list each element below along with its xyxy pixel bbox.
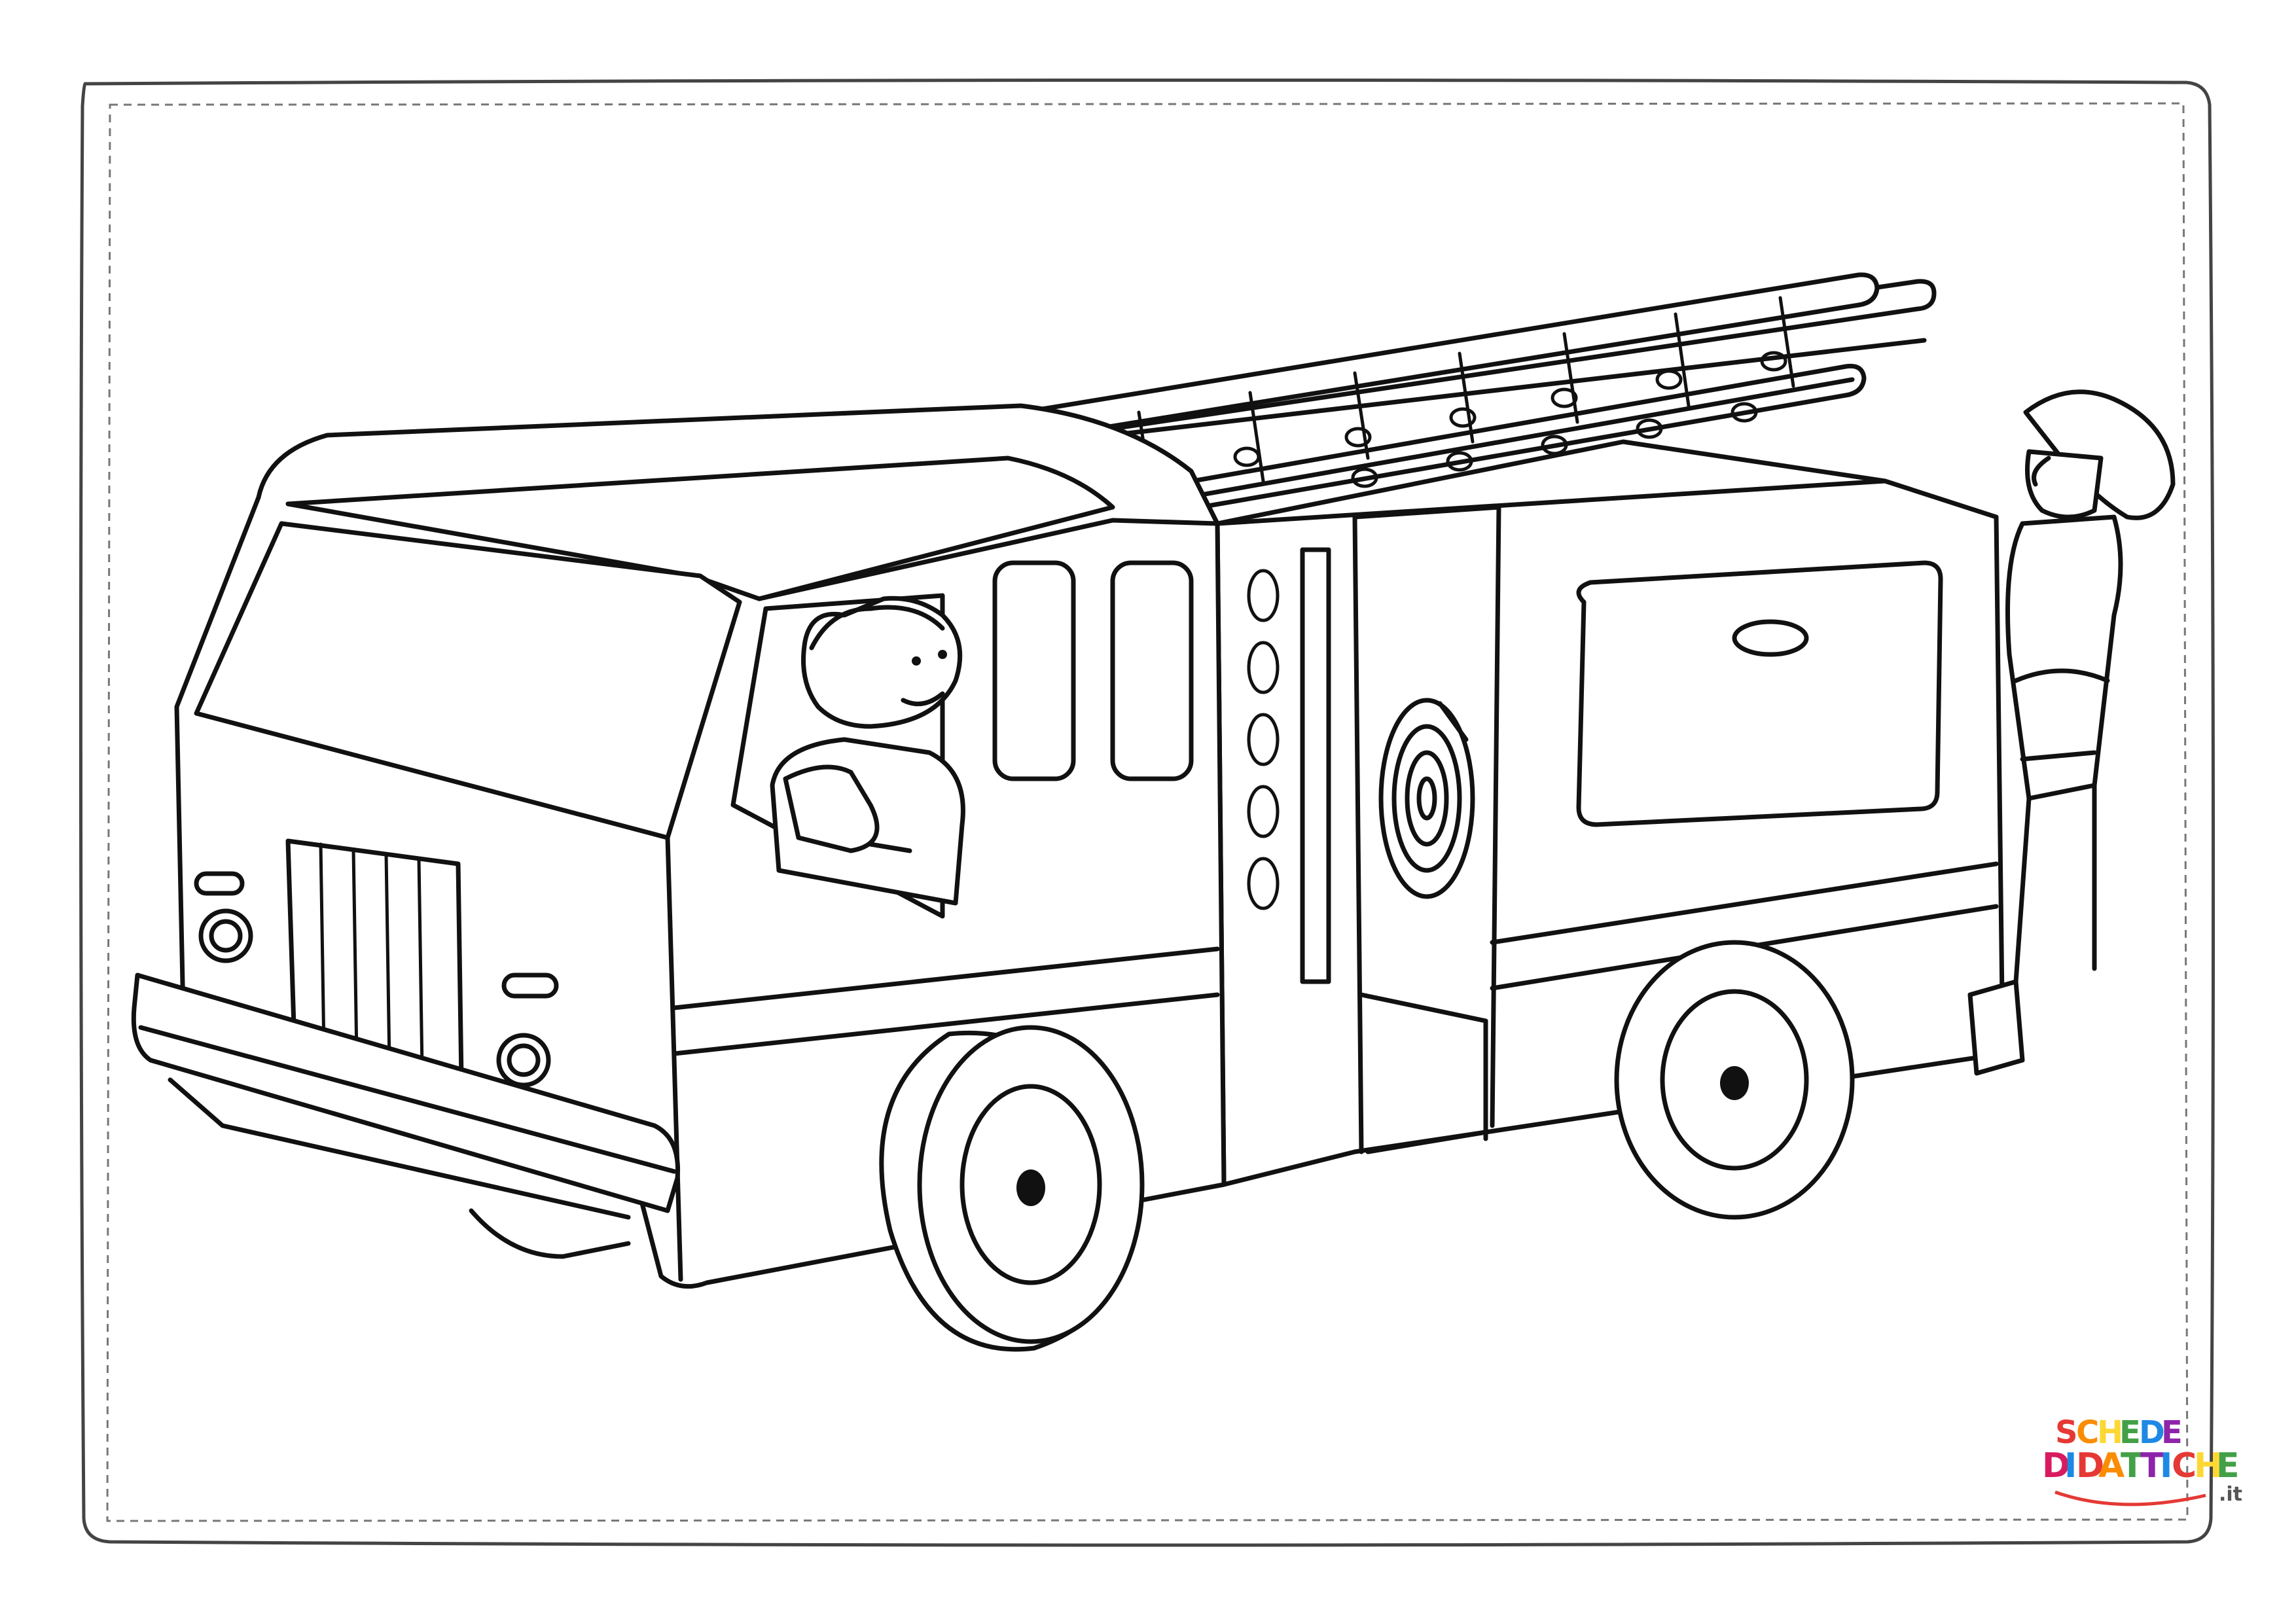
svg-text:I: I xyxy=(2160,1446,2172,1486)
front-wheel xyxy=(879,1025,1145,1352)
rear-wheel xyxy=(1614,940,1855,1220)
hidden-front-wheel xyxy=(469,1208,631,1259)
page-frame xyxy=(79,78,2215,1547)
svg-text:D: D xyxy=(2076,1446,2104,1486)
svg-text:I: I xyxy=(2064,1446,2077,1486)
svg-text:T: T xyxy=(2121,1446,2144,1486)
fire-truck-drawing xyxy=(131,272,2176,1352)
driver-firefighter xyxy=(770,596,965,906)
schede-didattiche-logo: S C H E D E D I D A T T I C H E .it xyxy=(2042,1414,2242,1507)
svg-text:H: H xyxy=(2097,1414,2123,1451)
svg-text:E: E xyxy=(2161,1414,2183,1451)
svg-text:.it: .it xyxy=(2219,1483,2242,1506)
svg-text:A: A xyxy=(2098,1446,2125,1486)
outer-border xyxy=(79,78,2215,1547)
svg-text:H: H xyxy=(2194,1446,2223,1486)
svg-text:E: E xyxy=(2119,1414,2141,1451)
svg-text:E: E xyxy=(2216,1446,2240,1486)
svg-text:C: C xyxy=(2076,1414,2099,1451)
rear-firefighter xyxy=(2005,389,2176,984)
svg-text:S: S xyxy=(2055,1414,2079,1451)
hose-reel xyxy=(1378,698,1475,899)
svg-text:T: T xyxy=(2140,1446,2164,1486)
ladder xyxy=(940,272,1937,526)
svg-text:D: D xyxy=(2042,1446,2070,1486)
svg-text:D: D xyxy=(2139,1414,2165,1451)
svg-text:C: C xyxy=(2172,1446,2197,1486)
